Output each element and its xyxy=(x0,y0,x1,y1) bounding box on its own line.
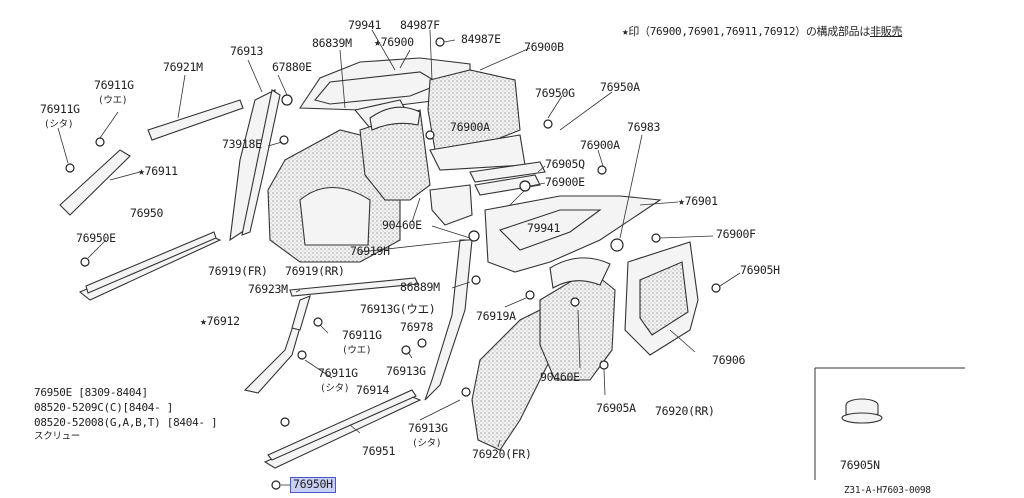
notice-star: ★印 xyxy=(622,25,640,38)
part-label-76950A: 76950A xyxy=(600,80,640,94)
small-pillar-trim xyxy=(59,149,131,216)
fasteners xyxy=(65,37,721,490)
lower-strip xyxy=(289,277,419,297)
part-label-76913: 76913 xyxy=(230,44,264,58)
sill-plate xyxy=(78,231,222,301)
part-label-76920RR: 76920(RR) xyxy=(655,404,715,418)
part-label-76978: 76978 xyxy=(400,320,434,334)
part-label-76905A: 76905A xyxy=(596,401,636,415)
leader-lines xyxy=(57,29,741,486)
part-label-84987E: 84987E xyxy=(461,32,501,46)
center-strut-cover xyxy=(359,106,431,201)
part-label-76914: 76914 xyxy=(356,383,390,397)
part-label-76911G-c: 76911G xyxy=(342,328,382,342)
lower-sill-plate xyxy=(263,389,422,469)
part-label-76906: 76906 xyxy=(712,353,746,367)
part-label-76900F: 76900F xyxy=(716,227,756,241)
part-label-76913G-bot: 76913G xyxy=(408,421,448,435)
pillar-trim xyxy=(229,89,281,242)
part-label-84987F: 84987F xyxy=(400,18,440,32)
rear-brackets xyxy=(469,161,546,196)
part-label-76921M: 76921M xyxy=(163,60,203,74)
part-label-76905Q: 76905Q xyxy=(545,157,585,171)
part-label-76900B: 76900B xyxy=(524,40,564,54)
part-label-79941-top: 79941 xyxy=(348,18,382,32)
part-label-76911G-b: 76911G xyxy=(40,102,80,116)
part-label-86839M: 86839M xyxy=(312,36,352,50)
part-label-shita-d: (シタ) xyxy=(320,383,350,394)
part-label-76911-star: ★76911 xyxy=(138,164,178,178)
storage-box xyxy=(624,241,699,356)
notice-not-sold: 非販売 xyxy=(870,25,903,38)
part-label-76950H-highlighted[interactable]: 76950H xyxy=(290,477,336,493)
part-label-76905N: 76905N xyxy=(840,458,880,472)
rear-side-trim xyxy=(539,257,616,381)
screw-note-line3: 08520-52008(G,A,B,T) [8404- ] xyxy=(34,416,218,429)
upper-strip xyxy=(147,99,244,141)
part-label-76950E: 76950E xyxy=(76,231,116,245)
notice-the: の構成部品は xyxy=(805,25,871,38)
bracket-panel xyxy=(429,184,473,226)
part-label-ue-c: (ウエ) xyxy=(342,345,372,356)
part-label-76950G: 76950G xyxy=(535,86,575,100)
part-label-76911G-d: 76911G xyxy=(318,366,358,380)
part-label-76919FR: 76919(FR) xyxy=(208,264,268,278)
screw-note-line2: 08520-5209C(C)[8404- ] xyxy=(34,401,174,414)
notice-parts: （76900,76901,76911,76912） xyxy=(639,25,806,38)
part-label-76901-star: ★76901 xyxy=(678,194,718,208)
part-label-76900-star: ★76900 xyxy=(374,35,414,49)
part-label-90460E-bot: 90460E xyxy=(540,370,580,384)
notice-text: ★印（76900,76901,76911,76912）の構成部品は非販売 xyxy=(622,25,902,38)
part-label-76913G-ue: 76913G(ウエ) xyxy=(360,302,436,316)
part-label-86889M: 86889M xyxy=(400,280,440,294)
part-label-shita-e: (シタ) xyxy=(412,438,442,449)
part-label-76923M: 76923M xyxy=(248,282,288,296)
part-label-76920FR: 76920(FR) xyxy=(472,447,532,461)
inset-76905N xyxy=(814,367,965,480)
part-label-76905H: 76905H xyxy=(740,263,780,277)
part-label-76919RR: 76919(RR) xyxy=(285,264,345,278)
part-label-76900A-top: 76900A xyxy=(450,120,490,134)
part-label-shita-b: (シタ) xyxy=(44,119,74,130)
part-label-76950: 76950 xyxy=(130,206,164,220)
part-label-90460E-top: 90460E xyxy=(382,218,422,232)
part-label-76900A-mid: 76900A xyxy=(580,138,620,152)
part-label-76900E: 76900E xyxy=(545,175,585,189)
upper-right-trim xyxy=(427,69,526,171)
part-label-76951: 76951 xyxy=(362,444,396,458)
part-label-76912-star: ★76912 xyxy=(200,314,240,328)
screw-note-line1: 76950E [8309-8404] xyxy=(34,386,148,399)
part-label-73918E: 73918E xyxy=(222,137,262,151)
lower-pillar-trim xyxy=(243,295,311,394)
center-pillar-trim xyxy=(424,239,473,401)
part-label-67880E: 67880E xyxy=(272,60,312,74)
part-label-76911G-a: 76911G xyxy=(94,78,134,92)
part-label-76983: 76983 xyxy=(627,120,661,134)
part-label-76913G-mid: 76913G xyxy=(386,364,426,378)
rear-upper-panel xyxy=(484,195,662,273)
part-label-79941-mid: 79941 xyxy=(527,221,561,235)
part-label-76919A: 76919A xyxy=(476,309,516,323)
diagram-code: Z31-A-H7603-0098 xyxy=(844,485,931,496)
screw-note-line4: スクリュー xyxy=(34,431,81,442)
part-label-76919H: 76919H xyxy=(350,244,390,258)
part-label-ue-a: (ウエ) xyxy=(98,95,128,106)
